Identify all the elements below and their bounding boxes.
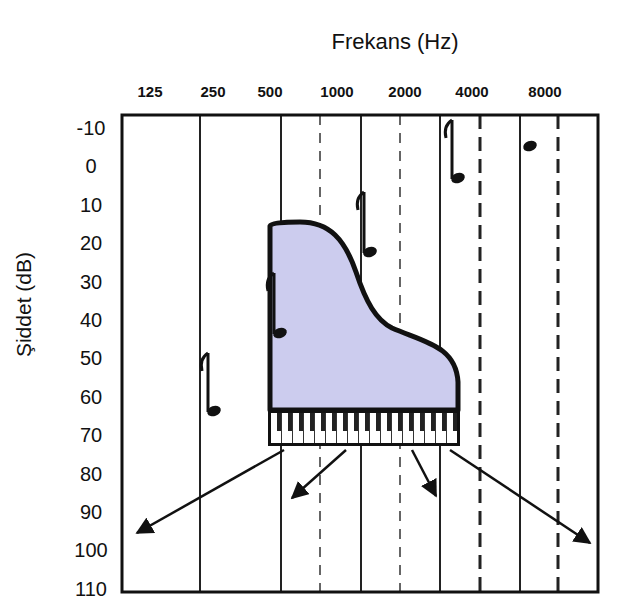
frequency-tick: 2000 [388, 84, 421, 101]
music-notes [201, 120, 538, 418]
intensity-tick: 50 [80, 347, 102, 369]
intensity-tick: 10 [80, 194, 102, 216]
grid [122, 115, 598, 592]
intensity-tick: 60 [80, 386, 102, 408]
intensity-tick: 30 [80, 271, 102, 293]
intensity-tick: 70 [80, 424, 102, 446]
intensity-tick: 40 [80, 309, 102, 331]
intensity-tick: -10 [77, 117, 106, 139]
axis-title: Şiddet (dB) [12, 252, 35, 357]
intensity-tick: 90 [80, 501, 102, 523]
frequency-tick: 4000 [455, 84, 488, 101]
axis-title: Frekans (Hz) [331, 30, 458, 54]
intensity-tick: 110 [75, 578, 107, 600]
piano [268, 222, 460, 446]
arrows [137, 450, 590, 543]
intensity-tick: 0 [85, 155, 96, 177]
frequency-tick: 8000 [528, 84, 561, 101]
frequency-tick: 500 [257, 84, 282, 101]
frequency-tick: 250 [200, 84, 225, 101]
intensity-tick: 20 [80, 232, 102, 254]
frequency-tick: 1000 [320, 84, 353, 101]
frequency-tick: 125 [137, 84, 162, 101]
intensity-tick: 100 [74, 539, 107, 561]
intensity-tick: 80 [80, 463, 102, 485]
